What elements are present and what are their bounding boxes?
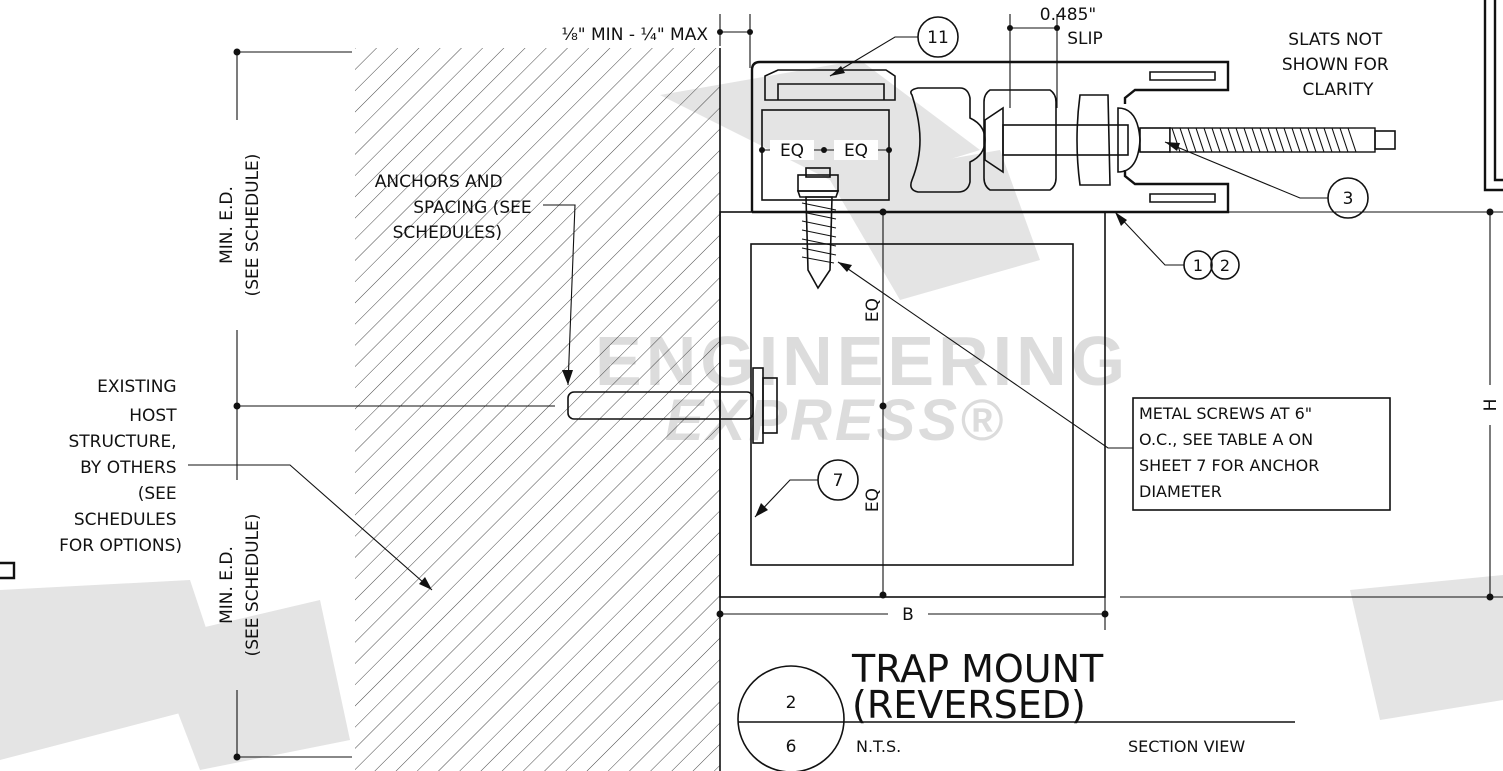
bolt-threads (1169, 127, 1396, 153)
right-frame (1483, 0, 1503, 192)
svg-text:3: 3 (1343, 189, 1354, 209)
slip-value: 0.485" (1040, 5, 1097, 25)
screws-note: METAL SCREWS AT 6" O.C., SEE TABLE A ON … (837, 261, 1391, 511)
dimension-b-label: B (902, 605, 914, 625)
metal-screw (796, 167, 840, 290)
anchors-note-text: ANCHORS AND SPACING (SEE SCHEDULES) (375, 172, 537, 243)
slip-dimension: 0.485" SLIP (1007, 5, 1103, 108)
svg-text:1: 1 (1193, 256, 1203, 275)
anchors-note: ANCHORS AND SPACING (SEE SCHEDULES) (375, 172, 576, 386)
callout-7: 7 (754, 459, 859, 518)
gap-dimension-label: ⅛" MIN - ¼" MAX (561, 25, 708, 45)
detail-number: 2 (786, 693, 797, 713)
svg-text:2: 2 (1220, 256, 1230, 275)
callout-3: 3 (1164, 141, 1369, 219)
eq-left-label: EQ (780, 141, 804, 161)
detail-title-line1: TRAP MOUNT (851, 647, 1104, 691)
slats-note: SLATS NOT SHOWN FOR CLARITY (1282, 30, 1394, 100)
slats-note-text: SLATS NOT SHOWN FOR CLARITY (1282, 30, 1394, 100)
svg-text:7: 7 (833, 471, 844, 491)
watermark-line2: EXPRESS® (665, 388, 1006, 453)
ed-lower-line1: MIN. E.D. (217, 546, 237, 624)
eq-upper-label: EQ (863, 298, 883, 322)
svg-text:11: 11 (927, 28, 949, 48)
slip-label: SLIP (1067, 29, 1103, 49)
eq-right-label: EQ (844, 141, 868, 161)
dimension-b: B (716, 597, 1109, 630)
host-note-text: EXISTING HOST STRUCTURE, BY OTHERS (SEE … (59, 377, 182, 556)
callout-1-2: 1 2 (1114, 211, 1240, 280)
edge-distance-dimension: MIN. E.D. (SEE SCHEDULE) MIN. E.D. (SEE … (217, 48, 555, 761)
ed-upper-line1: MIN. E.D. (217, 186, 237, 264)
dimension-h: H (1105, 208, 1503, 601)
detail-title-line2: (REVERSED) (852, 683, 1086, 727)
title-block: TRAP MOUNT (REVERSED) 2 6 N.T.S. SECTION… (737, 647, 1295, 771)
anchor-bolt (567, 367, 778, 444)
host-structure (355, 48, 721, 771)
extrusion-profile: EQ EQ (750, 60, 1230, 214)
ed-upper-line2: (SEE SCHEDULE) (243, 154, 263, 297)
dimension-h-label: H (1481, 399, 1501, 412)
callout-11: 11 (829, 16, 959, 77)
host-structure-note: EXISTING HOST STRUCTURE, BY OTHERS (SEE … (59, 377, 433, 591)
scale-label: N.T.S. (856, 737, 901, 756)
eq-lower-label: EQ (863, 488, 883, 512)
screws-note-text: METAL SCREWS AT 6" O.C., SEE TABLE A ON … (1139, 404, 1324, 501)
slip-bolt (984, 106, 1396, 174)
ed-lower-line2: (SEE SCHEDULE) (243, 514, 263, 657)
sheet-number: 6 (786, 737, 797, 757)
gap-dimension: ⅛" MIN - ¼" MAX (561, 14, 753, 68)
offpage-fragment (0, 561, 16, 580)
view-label: SECTION VIEW (1128, 737, 1245, 756)
